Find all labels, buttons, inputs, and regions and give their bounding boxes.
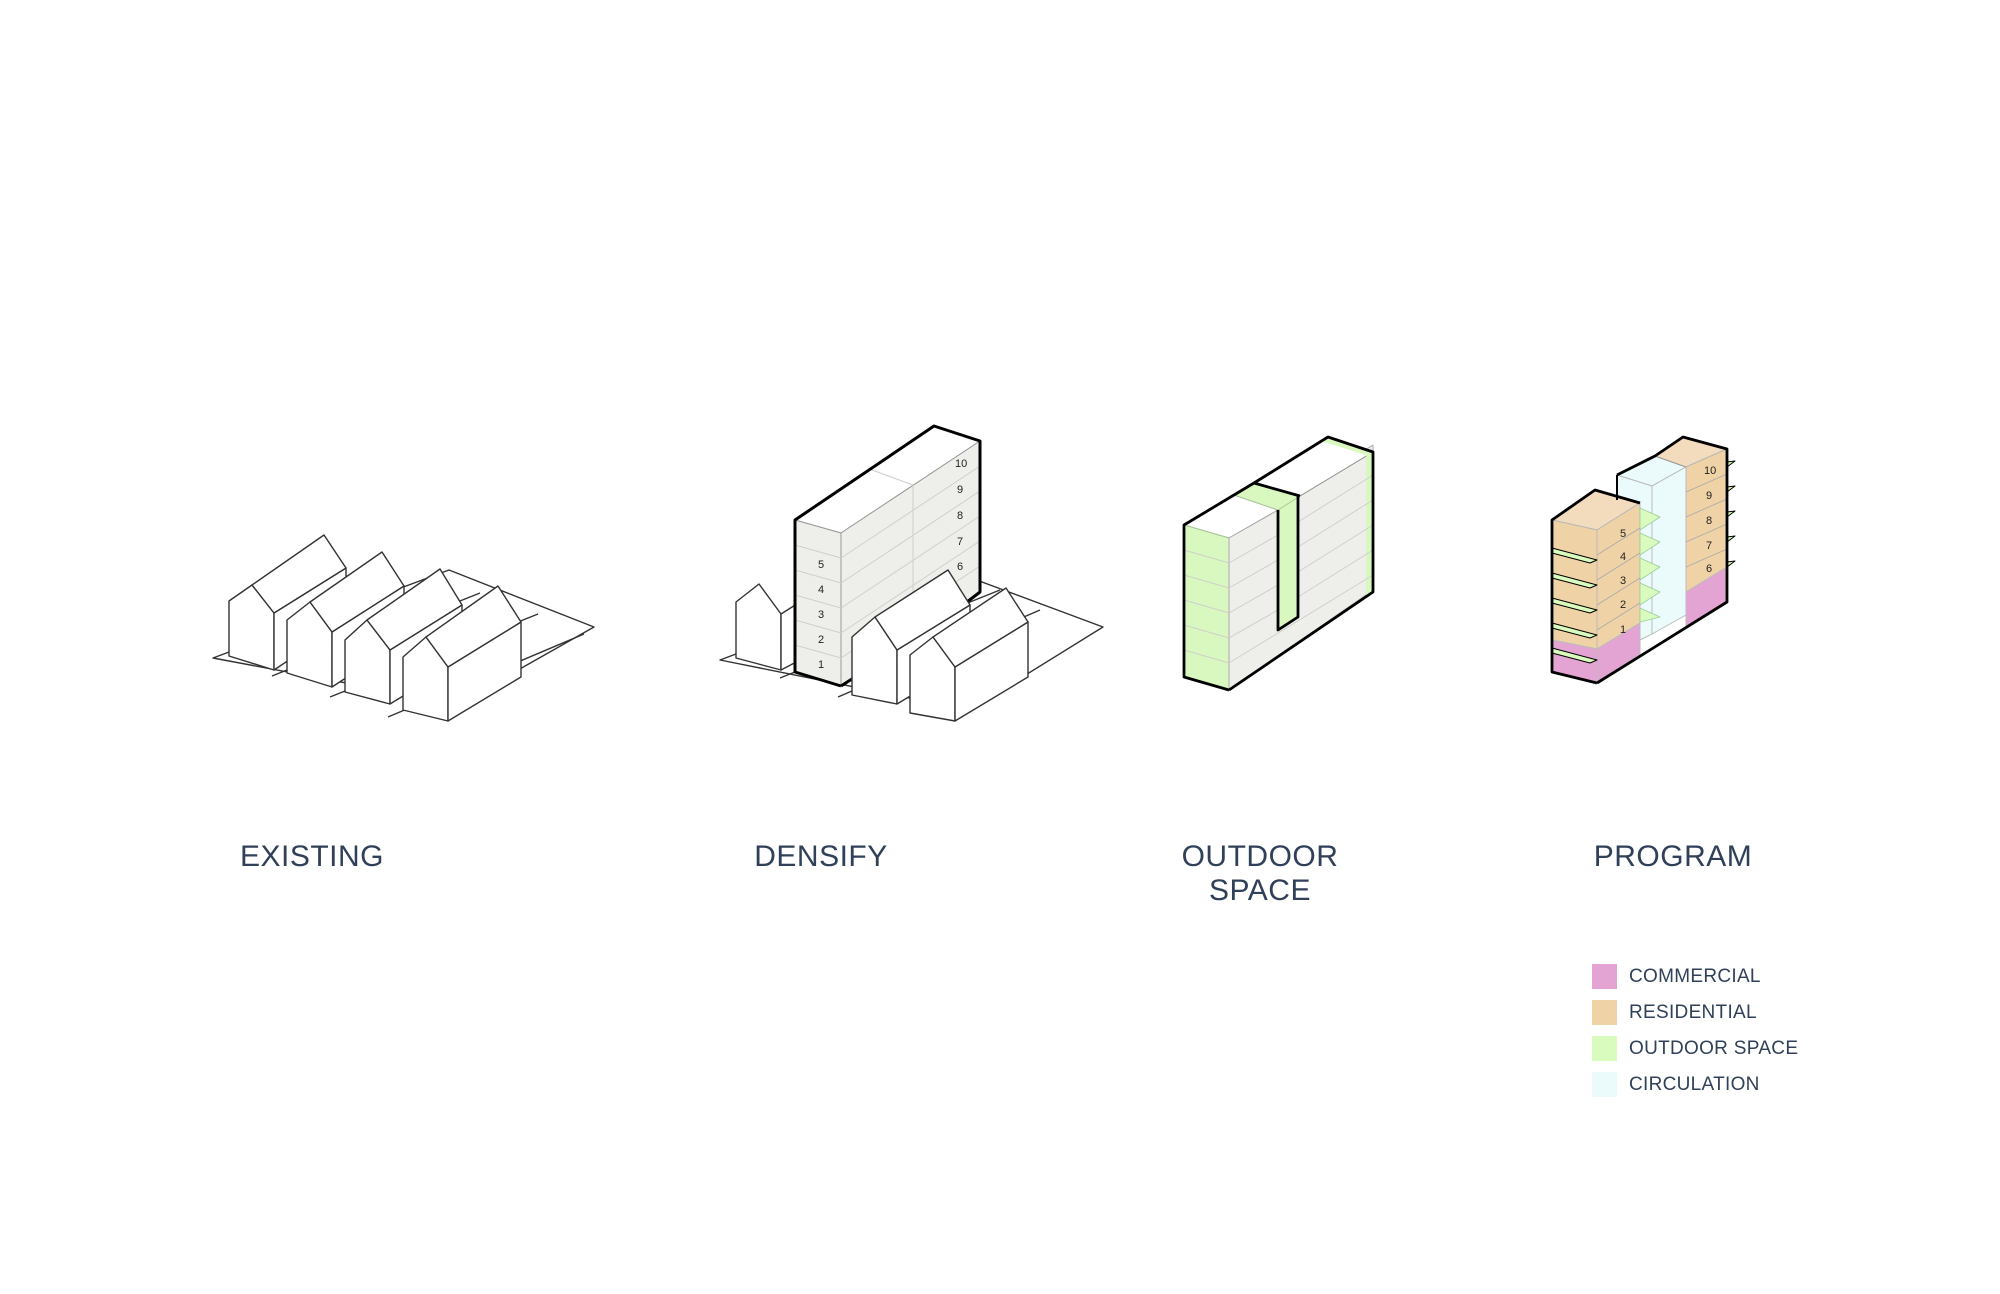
program-floor-2: 2 [1620,599,1626,611]
floor-6: 6 [957,561,963,573]
swatch-residential [1592,1000,1617,1025]
program-floor-3: 3 [1620,575,1626,587]
floor-2: 2 [818,634,824,646]
label-outdoor-line2: SPACE [1209,874,1311,907]
label-outdoor-line1: OUTDOOR [1181,840,1339,873]
program-floor-4: 4 [1620,551,1626,563]
outdoor-space-massing [1182,435,1375,692]
legend-label: CIRCULATION [1629,1073,1760,1095]
label-densify: DENSIFY [754,840,888,873]
existing-massing [212,534,595,722]
floor-3: 3 [818,609,824,621]
legend-label: OUTDOOR SPACE [1629,1037,1799,1059]
program-floor-10: 10 [1704,465,1716,477]
legend-item-residential: RESIDENTIAL [1592,1000,1798,1025]
label-existing: EXISTING [239,840,385,873]
legend-item-outdoor-space: OUTDOOR SPACE [1592,1036,1798,1061]
program-floor-5: 5 [1620,528,1626,540]
label-outdoor-space: OUTDOOR SPACE [1180,840,1340,908]
floor-1: 1 [818,659,824,671]
floor-9: 9 [957,484,963,496]
legend-label: RESIDENTIAL [1629,1001,1757,1023]
floor-7: 7 [957,536,963,548]
floor-8: 8 [957,510,963,522]
program-massing: 1 2 3 4 5 6 7 8 9 10 [1550,435,1736,685]
swatch-outdoor-space [1592,1036,1617,1061]
program-floor-9: 9 [1706,490,1712,502]
label-program: PROGRAM [1593,840,1753,873]
swatch-commercial [1592,964,1617,989]
legend-label: COMMERCIAL [1629,965,1761,987]
floor-10: 10 [955,458,967,470]
floor-4: 4 [818,584,824,596]
program-floor-8: 8 [1706,515,1712,527]
densify-massing: 1 2 3 4 5 6 7 8 9 10 [719,424,1104,722]
legend-item-commercial: COMMERCIAL [1592,964,1798,989]
program-floor-7: 7 [1706,540,1712,552]
floor-5: 5 [818,559,824,571]
swatch-circulation [1592,1072,1617,1097]
program-floor-1: 1 [1620,624,1626,636]
legend: COMMERCIAL RESIDENTIAL OUTDOOR SPACE CIR… [1592,964,1798,1108]
program-floor-6: 6 [1706,563,1712,575]
legend-item-circulation: CIRCULATION [1592,1072,1798,1097]
